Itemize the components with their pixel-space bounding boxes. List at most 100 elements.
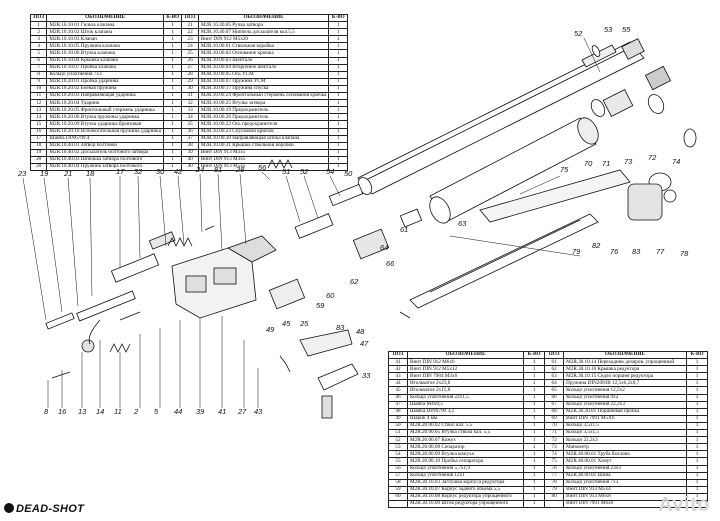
callout-53: 53 [604, 25, 613, 34]
cell-qty: 1 [523, 471, 546, 480]
cell-name: M2R.30.20.01 Поршневая пробка [563, 407, 687, 416]
air-tube [429, 117, 599, 224]
cell-pos: 72 [544, 436, 565, 445]
header-pos: ПОЗ [29, 13, 48, 23]
cell-qty: 1 [523, 386, 546, 395]
cell-pos: 76 [544, 464, 565, 473]
cell-pos: 35 [181, 120, 199, 129]
cell-pos: 4 [29, 42, 48, 51]
cell-qty: 1 [523, 492, 546, 501]
cell-qty: 1 [328, 77, 348, 86]
callout-19: 19 [40, 169, 49, 178]
cell-name: M2R.20.00.05 Втулка ствола кал. 5,5 [406, 429, 525, 438]
header-qty: К-ВО [686, 350, 708, 360]
cell-pos: 23 [181, 35, 199, 44]
cell-pos: 27 [181, 63, 199, 72]
cell-name: Кольцо 22,2х3 [563, 436, 687, 445]
cell-name: Игольчатое 2х23,8 [406, 379, 525, 388]
callout-44: 44 [174, 407, 182, 416]
cell-qty: 1 [523, 499, 546, 509]
cell-pos: 44 [388, 379, 408, 388]
cell-name: M2R.30.10.08 Корпус редуктора упрощенног… [406, 492, 525, 501]
cell-name: Кольцо уплотнения 23х3 [563, 464, 687, 473]
cell-pos: 39 [181, 148, 199, 157]
cell-pos: 29 [181, 77, 199, 86]
cell-pos: 16 [29, 127, 48, 136]
callout-66: 66 [386, 259, 395, 268]
cell-name: M2R.10.00.17 Пружина спуска [197, 84, 330, 94]
cell-qty: 1 [162, 28, 183, 37]
cell-name: Винт DIN 912 М6х6 [406, 358, 525, 367]
cell-name: M2R.10.40.05 Ручка затвора [197, 21, 330, 30]
callout-23: 23 [17, 169, 27, 178]
callout-82: 82 [592, 241, 601, 250]
callout-48: 48 [356, 327, 365, 336]
moderator-cap [621, 38, 672, 91]
cell-qty: 1 [162, 35, 183, 44]
cell-name: M2R.30.10.14 Переходник дозиров. упрощен… [563, 358, 687, 367]
callout-13: 13 [78, 407, 87, 416]
cell-name: Кольцо уплотнения 12,5х2 [563, 386, 687, 395]
cell-qty: 1 [686, 429, 708, 438]
cell-qty: 1 [328, 56, 348, 65]
cell-pos: 67 [544, 400, 565, 409]
cell-pos: 51 [388, 429, 408, 438]
barrel-muzzle [581, 44, 617, 68]
cell-name: M2R.10.40.02 Досылатель болтового затвор… [46, 148, 164, 157]
cell-qty: 1 [686, 471, 708, 480]
cell-name: Кольцо уплотнения 7х3 [46, 70, 164, 79]
callout-11: 11 [114, 407, 122, 416]
cell-name: Шайба DIN6799 3,2 [406, 407, 525, 416]
cell-qty: 1 [523, 485, 546, 494]
callout-42: 42 [174, 167, 183, 176]
brand-logo: DEAD-SHOT [4, 503, 84, 515]
callout-52: 52 [300, 167, 309, 176]
cell-pos: 63 [544, 372, 565, 381]
cell-pos: 18 [29, 141, 48, 150]
cell-pos: 62 [544, 365, 565, 374]
callout-16: 16 [58, 407, 67, 416]
cell-name: M2R.10.00.05 Ось УСМ [197, 70, 330, 79]
cell-name: Винт DIN 912 М5х12 [406, 365, 525, 374]
cell-pos: 21 [181, 21, 199, 30]
cell-name: Винт DIN 913 М5х4 [563, 485, 687, 494]
cell-pos: 15 [29, 120, 48, 129]
cell-pos: 30 [181, 84, 199, 94]
receiver-block [171, 235, 277, 319]
header-name: ОБОЗНАЧЕНИЕ [197, 13, 330, 23]
cell-qty: 1 [686, 393, 708, 402]
cell-pos: 9 [29, 77, 48, 86]
cell-pos: 77 [544, 471, 565, 480]
cell-name: M2R.10.00.02 Основание крючка [197, 49, 330, 58]
cell-qty: 1 [686, 414, 708, 423]
cell-pos: 75 [544, 457, 565, 466]
cell-pos: 42 [388, 365, 408, 374]
cell-name: M2R.10.20.10 Вспомогательная пружина уда… [46, 127, 164, 136]
cell-name: Кольцо 3,5х1,5 [563, 429, 687, 438]
cell-name: M2R.30.10.03 Заглушка корпуса редуктора [406, 478, 525, 487]
cell-pos: 54 [388, 450, 408, 459]
callout-78: 78 [680, 249, 689, 258]
cell-pos: 45 [388, 386, 408, 395]
callout-62: 62 [350, 277, 359, 286]
cell-pos: 2 [29, 28, 48, 37]
cell-pos: 50 [388, 421, 408, 431]
callout-63: 63 [458, 219, 467, 228]
cell-name: M2R.10.00.04 Вторичное шептало [197, 63, 330, 72]
cell-pos [544, 499, 565, 509]
cell-pos: 26 [181, 56, 199, 65]
cell-qty: 1 [162, 99, 183, 108]
header-qty: К-ВО [523, 350, 546, 360]
cell-name: Кольцо уплотнения 9х2 [563, 393, 687, 402]
header-pos: ПОЗ [388, 350, 408, 360]
cell-qty: 1 [686, 421, 708, 431]
